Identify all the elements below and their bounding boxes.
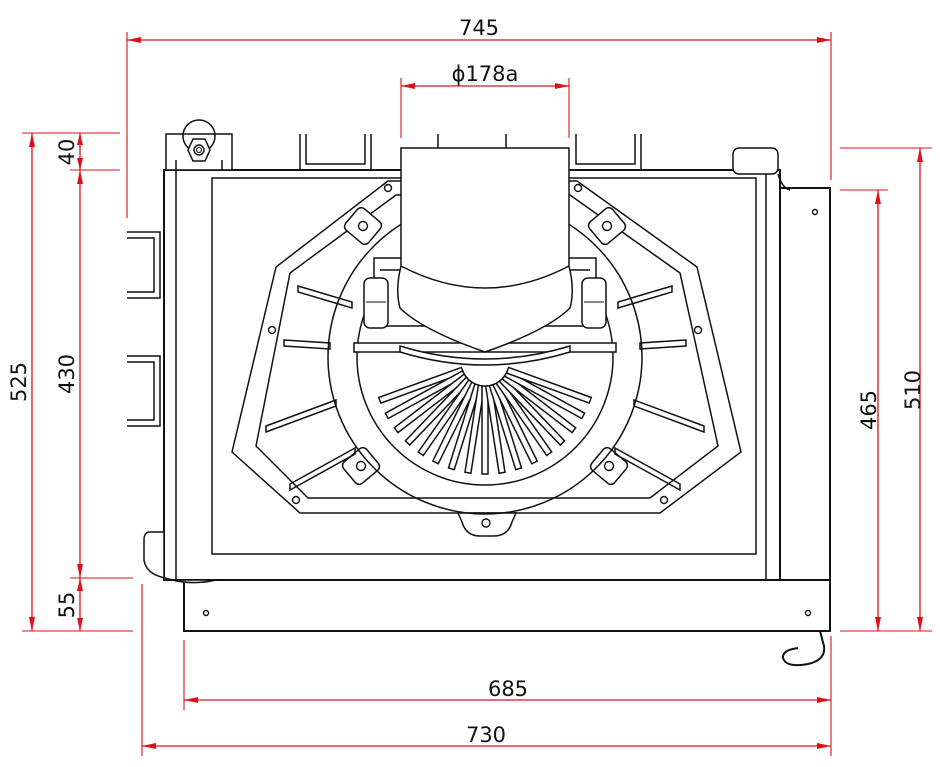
fan-blade: [464, 384, 486, 475]
fan-blade: [481, 385, 489, 475]
motor-lug-bottom-left: [341, 446, 381, 486]
dim-55: 55: [55, 578, 83, 631]
fan-blade: [488, 383, 523, 471]
dim-730-label: 730: [466, 723, 506, 747]
shroud-hole-2: [573, 183, 583, 193]
fan-blade: [501, 373, 577, 434]
fan-blade: [377, 366, 465, 405]
top-hanger-bracket-right: [575, 134, 642, 170]
dim-465: 465: [857, 190, 881, 631]
dim-685: 685: [184, 677, 831, 703]
fan-shroud-outer: [231, 180, 742, 514]
dim-525: 525: [7, 133, 35, 631]
drain-hook: [781, 630, 826, 667]
outlet-duct-lip: [400, 265, 570, 289]
dim-745: 745: [126, 16, 832, 218]
shroud-hole-3: [267, 325, 277, 335]
bottom-left-foot: [143, 531, 217, 584]
dimension-layer: 745 ϕ178a 525 40: [7, 16, 932, 756]
motor-lug-top-right: [587, 206, 627, 246]
fitting-center: [193, 144, 205, 156]
fan-blades: [377, 366, 593, 475]
motor-lug-top-left: [343, 206, 383, 246]
base-hole-right: [804, 609, 812, 617]
base-hole-left: [202, 609, 210, 617]
left-struts: [265, 284, 356, 492]
dim-430: 430: [55, 170, 83, 578]
dim-525-label: 525: [7, 362, 31, 402]
fan-blade: [384, 369, 467, 420]
shroud-hole-4: [693, 325, 703, 335]
dim-430-label: 430: [55, 354, 79, 394]
dim-40-label: 40: [55, 139, 79, 166]
fan-blade: [417, 378, 475, 457]
dim-40: 40: [55, 133, 83, 170]
fan-blade: [393, 373, 469, 434]
fan-blade: [503, 369, 586, 420]
outlet-duct: [397, 147, 573, 353]
right-struts: [614, 284, 705, 492]
fan-blade: [404, 376, 472, 447]
motor-clamp-right: [581, 277, 607, 329]
motor-lug-bottom-right: [589, 446, 629, 486]
right-panel-hole: [811, 208, 819, 216]
shroud-hole-1: [383, 183, 393, 193]
dim-745-label: 745: [459, 16, 499, 40]
side-hanger-bracket-upper: [127, 231, 161, 299]
fan-hub: [399, 344, 571, 366]
dim-outlet-diameter-label: ϕ178a: [452, 62, 519, 86]
dim-510-label: 510: [901, 370, 925, 410]
motor-clamp-left: [363, 277, 389, 329]
dim-510: 510: [901, 148, 925, 631]
unit-outline: [127, 119, 831, 667]
fan-blade: [498, 376, 566, 447]
dim-outlet-diameter: ϕ178a: [400, 62, 570, 138]
top-hanger-bracket-left: [299, 134, 372, 170]
shroud-hole-6: [659, 495, 669, 505]
fan-blade: [431, 381, 479, 465]
fan-blade: [484, 384, 506, 475]
dim-730: 730: [142, 723, 831, 749]
fitting-center-inner: [195, 146, 203, 154]
dim-685-label: 685: [488, 677, 528, 701]
right-top-curl: [777, 173, 791, 191]
fan-blade: [447, 383, 482, 471]
dim-55-label: 55: [55, 592, 79, 619]
bottom-mount-hole: [481, 518, 491, 528]
right-side-panel: [779, 187, 831, 581]
fan-blade: [495, 378, 553, 457]
shroud-hole-5: [291, 495, 301, 505]
side-hanger-bracket-lower: [127, 355, 161, 427]
fan-blade: [491, 381, 539, 465]
fan-blade: [505, 366, 593, 405]
top-right-bracket: [732, 147, 779, 175]
dim-465-label: 465: [857, 390, 881, 430]
base-plate: [183, 579, 831, 632]
